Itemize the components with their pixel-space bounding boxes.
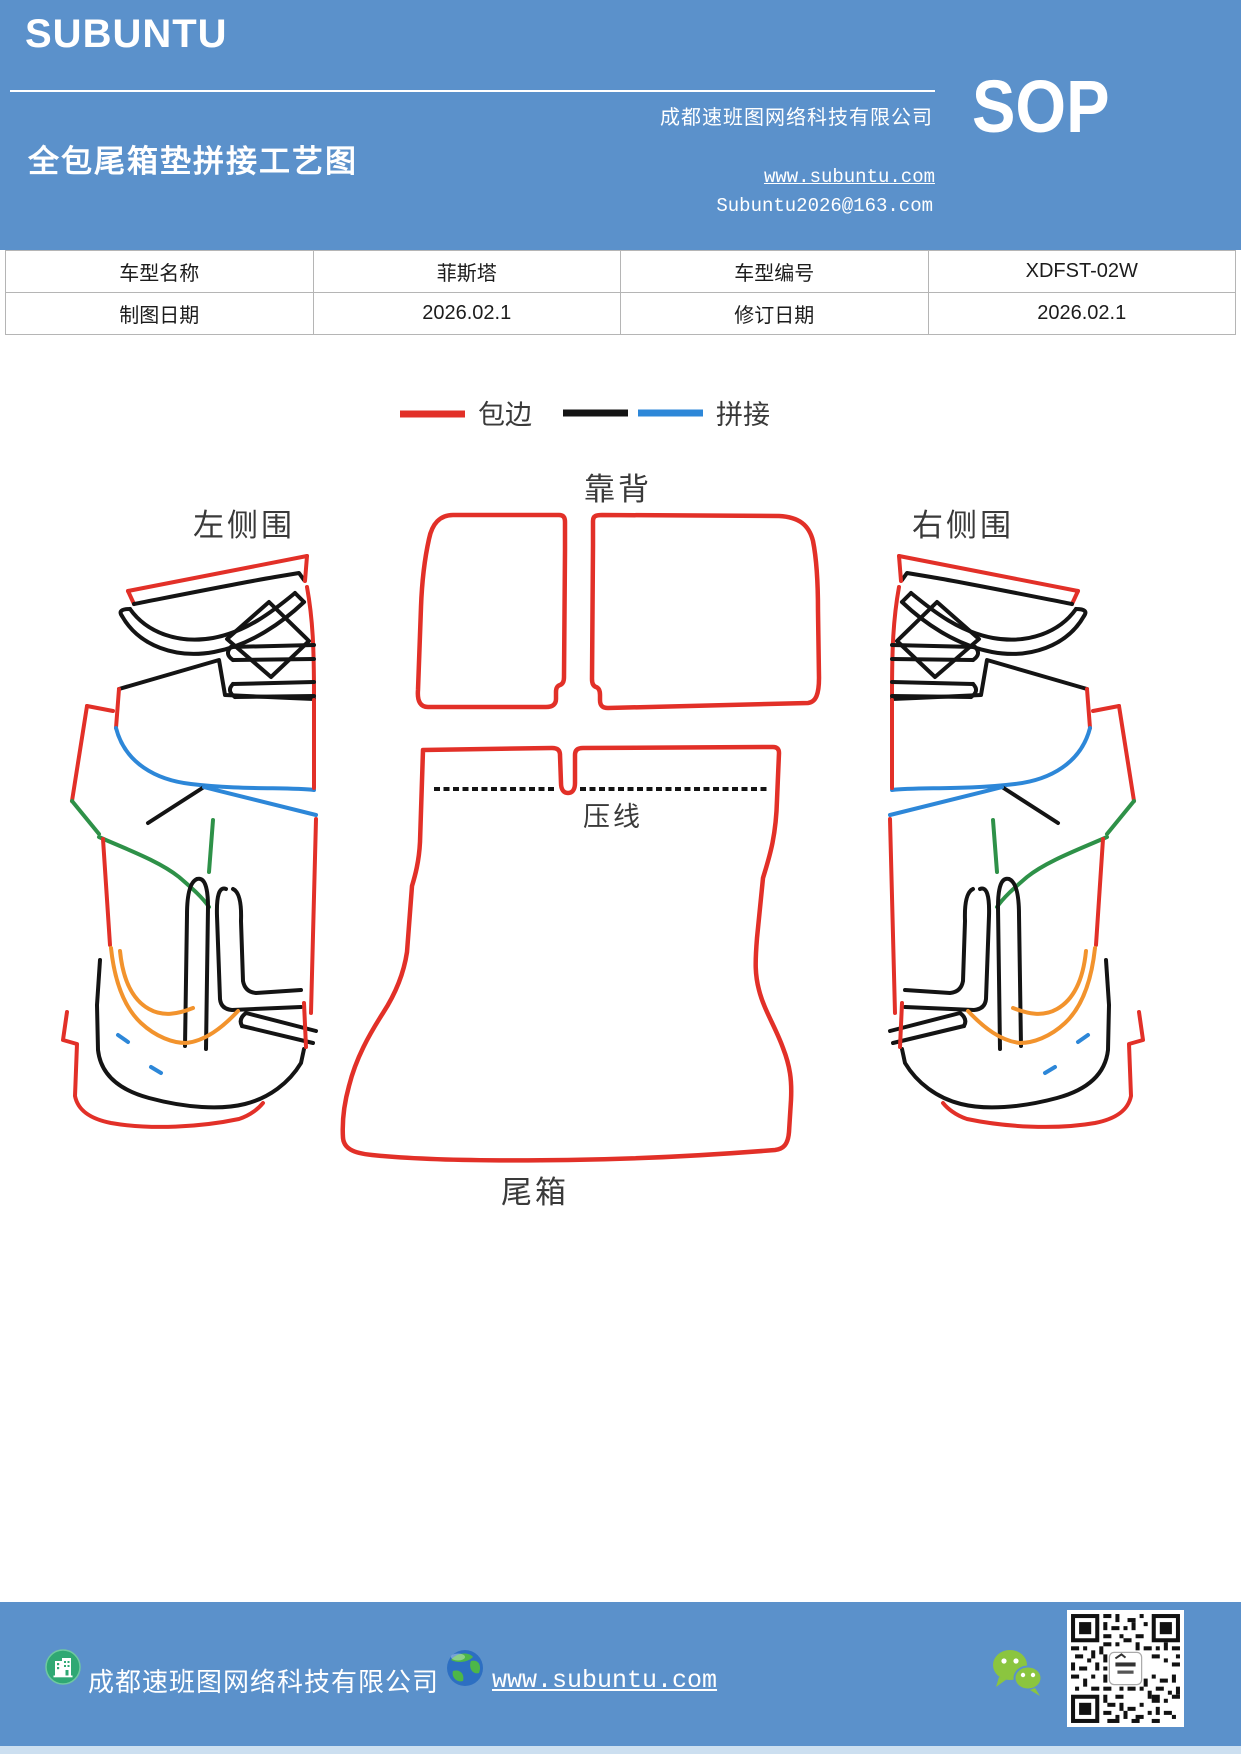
globe-icon <box>447 1650 483 1686</box>
header-email: Subuntu2026@163.com <box>716 195 933 217</box>
wechat-icon <box>993 1650 1043 1696</box>
sop-badge: SOP <box>972 65 1110 148</box>
company-building-icon <box>45 1649 81 1685</box>
header: SUBUNTU 全包尾箱垫拼接工艺图 成都速班图网络科技有限公司 www.sub… <box>0 0 1241 250</box>
model-code-value: XDFST-02W <box>927 250 1236 293</box>
model-name-label: 车型名称 <box>5 250 314 293</box>
legend: 包边 拼接 <box>400 400 770 430</box>
qr-code <box>1067 1610 1184 1727</box>
label-press-line: 压线 <box>583 802 643 832</box>
legend-stitch-label: 拼接 <box>716 400 770 430</box>
draw-date-label: 制图日期 <box>5 292 314 335</box>
footer-bottom-strip <box>0 1746 1241 1754</box>
left-side-panel <box>61 554 318 1129</box>
label-trunk: 尾箱 <box>501 1175 569 1210</box>
trunk-piece <box>340 744 794 1163</box>
pattern-diagram: 包边 拼接 左侧围 靠背 右侧围 压线 尾箱 <box>61 400 1145 1210</box>
label-left-side: 左侧围 <box>193 508 295 543</box>
footer-website-link[interactable]: www.subuntu.com <box>492 1666 718 1695</box>
header-website-link[interactable]: www.subuntu.com <box>763 166 935 188</box>
brand-logo: SUBUNTU <box>25 12 228 56</box>
header-company-name: 成都速班图网络科技有限公司 <box>660 107 933 129</box>
model-code-label: 车型编号 <box>620 250 929 293</box>
backrest-right-piece <box>589 512 822 711</box>
revise-date-value: 2026.02.1 <box>927 292 1236 335</box>
revise-date-label: 修订日期 <box>620 292 929 335</box>
right-side-panel <box>888 554 1145 1129</box>
model-name-value: 菲斯塔 <box>312 250 621 293</box>
page-title: 全包尾箱垫拼接工艺图 <box>28 144 358 179</box>
header-divider <box>10 90 935 92</box>
table-row: 车型名称 菲斯塔 车型编号 XDFST-02W <box>5 250 1236 293</box>
backrest-left-piece <box>415 512 568 710</box>
table-row: 制图日期 2026.02.1 修订日期 2026.02.1 <box>5 292 1236 335</box>
footer-company-name: 成都速班图网络科技有限公司 <box>88 1668 440 1697</box>
info-table: 车型名称 菲斯塔 车型编号 XDFST-02W 制图日期 2026.02.1 修… <box>5 250 1236 335</box>
label-right-side: 右侧围 <box>912 508 1014 543</box>
legend-binding-label: 包边 <box>478 400 532 430</box>
draw-date-value: 2026.02.1 <box>312 292 621 335</box>
label-backrest: 靠背 <box>584 472 652 507</box>
